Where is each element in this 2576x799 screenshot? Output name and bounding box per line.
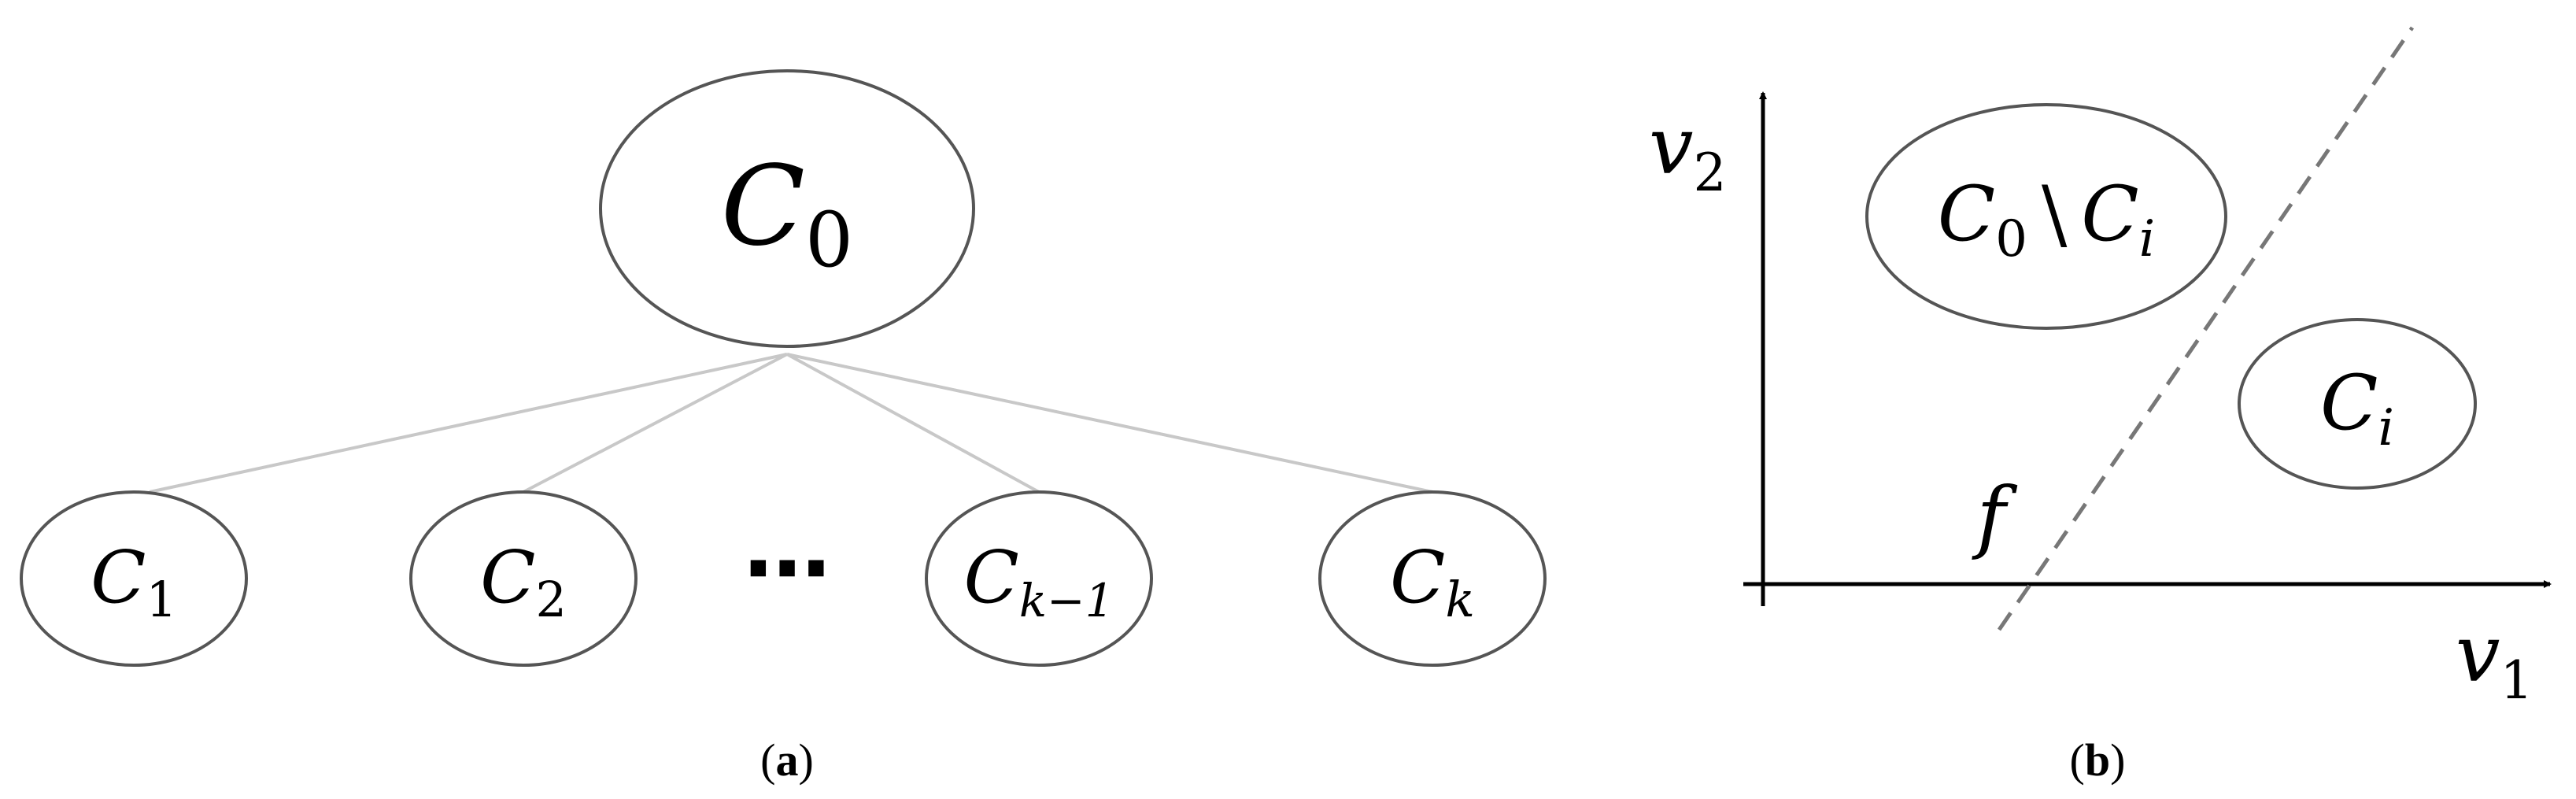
child-label-k-1: Ck−1 [963,535,1114,627]
tree-child-node-k-1: Ck−1 [925,490,1153,667]
child-label-2: C2 [480,535,567,628]
tree-child-node-2: C2 [409,490,638,667]
caption-a: (a) [760,734,814,786]
child-ellipse-2 [409,490,638,667]
caption-b: (b) [2070,734,2126,786]
edge-root-ck [786,353,1433,494]
child-label-k: Ck [1390,535,1475,628]
region-ci-ellipse [2238,318,2477,490]
panel-a-tree: C0 C1 C2 ⋯ Ck−1 Ck [20,69,1547,786]
y-axis-label: v2 [1649,100,1727,203]
panel-b-feature-space: v2 v1 C0\Ci Ci f (b) [1649,26,2552,786]
edge-root-c2 [523,353,788,494]
child-ellipse-1 [20,490,248,667]
boundary-label-f: f [1971,470,2017,562]
child-ellipse-k [1318,490,1547,667]
child-label-1: C1 [91,535,177,628]
ellipsis-dots: ⋯ [744,518,830,619]
root-ellipse [599,69,975,348]
root-label: C0 [721,142,853,284]
x-axis-label: v1 [2456,608,2533,711]
region-complement-label: C0\Ci [1938,170,2155,268]
tree-child-node-1: C1 [20,490,248,667]
edge-root-ck-1 [786,353,1040,494]
edge-root-c1 [149,353,788,494]
tree-root-node: C0 [599,69,975,348]
region-complement: C0\Ci [1865,103,2227,330]
tree-child-node-k: Ck [1318,490,1547,667]
decision-boundary-line [1997,26,2415,631]
child-ellipse-k-1 [925,490,1153,667]
region-ci-label: Ci [2320,359,2394,457]
region-complement-ellipse [1865,103,2227,330]
region-ci: Ci [2238,318,2477,490]
